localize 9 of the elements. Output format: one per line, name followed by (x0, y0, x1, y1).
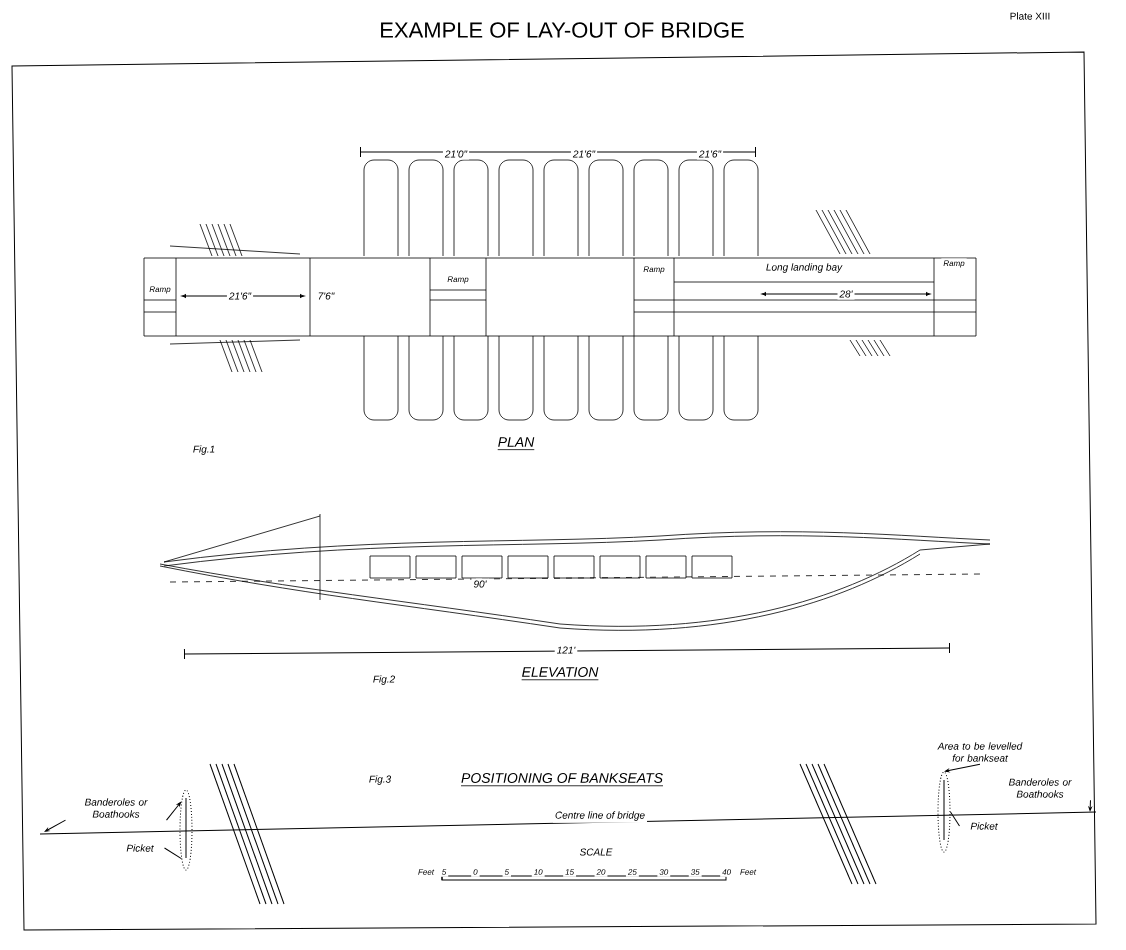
leader-line (950, 811, 960, 827)
leader-line (944, 763, 981, 773)
leader-line (166, 802, 181, 821)
picket-drawing (937, 771, 951, 853)
leader-line (164, 847, 182, 860)
picket-drawing (179, 789, 193, 871)
leader-line (1088, 799, 1092, 812)
title: EXAMPLE OF LAY-OUT OF BRIDGE (381, 22, 744, 38)
leader-line (44, 819, 66, 832)
